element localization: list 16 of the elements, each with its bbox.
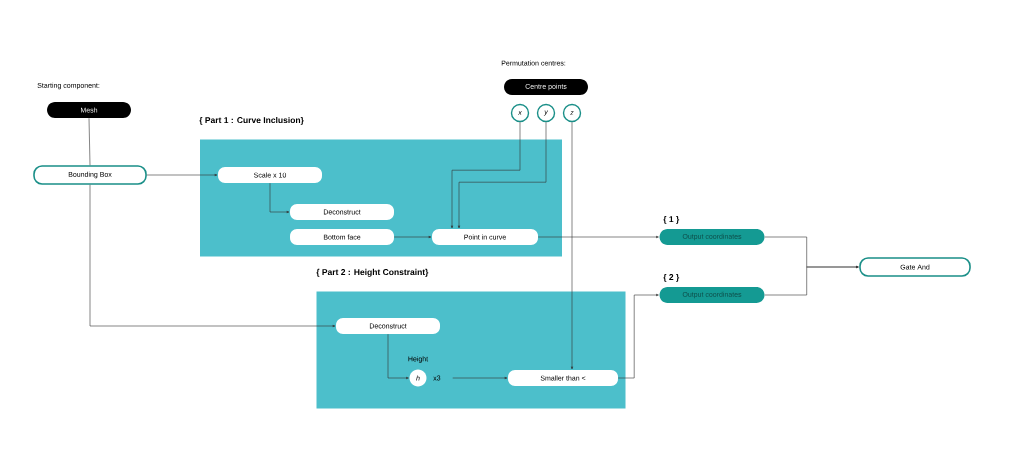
connector-arrow (764, 265, 859, 296)
output-heading: { 2 } (663, 273, 680, 282)
connector-arrow (450, 121, 521, 229)
connector-arrow (146, 173, 218, 177)
connector-arrow (570, 121, 574, 370)
connector-arrow (393, 235, 432, 239)
connector-arrow (452, 376, 508, 380)
connector-arrow (457, 121, 547, 229)
group-heading: { Part 1 : Curve Inclusion} (199, 116, 304, 125)
connector-arrow (89, 184, 336, 328)
connector-arrow (537, 235, 659, 239)
connector-arrow (387, 333, 409, 380)
group-heading: { Part 2 : Height Constraint} (316, 268, 429, 277)
connector-arrow (617, 293, 659, 379)
connector-arrow (269, 182, 290, 214)
output-heading: { 1 } (663, 215, 680, 224)
